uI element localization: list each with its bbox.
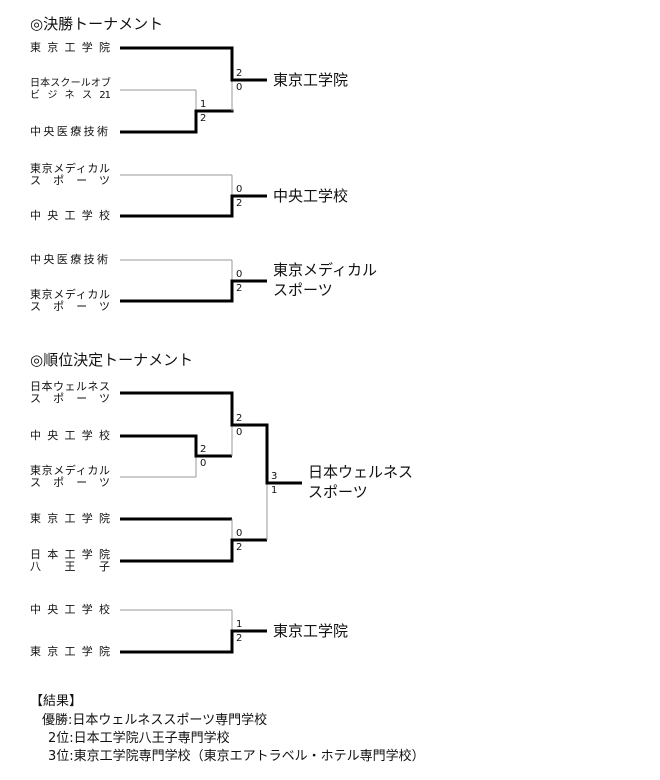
- winner-name: 東京工学院: [273, 622, 349, 640]
- result-line: 2位:日本工学院八王子専門学校: [48, 731, 230, 746]
- score: 1: [271, 485, 278, 496]
- score: 0: [236, 184, 243, 195]
- score: 3: [271, 471, 278, 482]
- team-name: 東京メディカルスポーツ: [30, 288, 110, 313]
- winner-name: 中央工学校: [273, 187, 349, 205]
- team-name: 中央工学校: [30, 209, 110, 222]
- score: 2: [236, 283, 243, 294]
- score: 2: [200, 444, 207, 455]
- team-name: 中央医療技術: [30, 125, 108, 138]
- score: 2: [236, 542, 243, 553]
- team-name: 東京メディカルスポーツ: [30, 162, 110, 187]
- team-name: 中央工学校: [30, 429, 110, 442]
- winner-name: 東京工学院: [273, 71, 349, 89]
- score: 0: [236, 427, 243, 438]
- result-line: 優勝:日本ウェルネススポーツ専門学校: [42, 713, 268, 728]
- score: 0: [236, 528, 243, 539]
- score: 1: [200, 99, 207, 110]
- placement-tournament-title: ◎順位決定トーナメント: [30, 351, 194, 369]
- team-name: 日本工学院八王子: [30, 548, 110, 573]
- team-name: 日本ウェルネススポーツ: [30, 380, 110, 405]
- score: 2: [236, 198, 243, 209]
- winner-name: 日本ウェルネススポーツ: [308, 463, 414, 501]
- team-name: 中央工学校: [30, 603, 110, 616]
- winner-name: 東京メディカルスポーツ: [273, 261, 377, 299]
- final-tournament-title: ◎決勝トーナメント: [30, 15, 164, 33]
- team-name: 中央医療技術: [30, 253, 108, 266]
- results-heading: 【結果】: [30, 694, 83, 709]
- score: 0: [236, 269, 243, 280]
- score: 0: [236, 82, 243, 93]
- score: 2: [200, 113, 207, 124]
- team-name: 東京工学院: [30, 41, 110, 54]
- score: 2: [236, 413, 243, 424]
- team-name: 東京工学院: [30, 645, 110, 658]
- team-name: 東京メディカルスポーツ: [30, 464, 110, 489]
- team-name: 東京工学院: [30, 512, 110, 525]
- score: 1: [236, 619, 243, 630]
- score: 2: [236, 68, 243, 79]
- score: 0: [200, 458, 207, 469]
- team-name: 日本スクールオブビジネス21: [30, 78, 111, 101]
- result-line: 3位:東京工学院専門学校（東京エアトラベル・ホテル専門学校）: [48, 749, 425, 764]
- score: 2: [236, 633, 243, 644]
